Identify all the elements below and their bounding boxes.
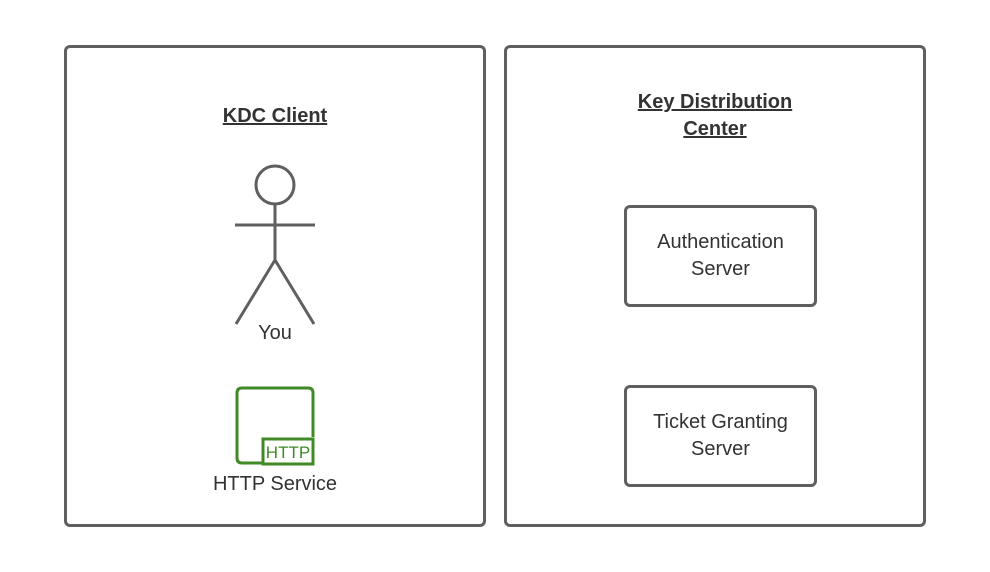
kdc-client-title: KDC Client: [222, 105, 328, 127]
kdc-title-line1: Key Distribution: [637, 91, 793, 113]
http-service-label: HTTP Service: [212, 473, 338, 495]
kdc-title: Key Distribution Center: [507, 89, 923, 143]
http-service-icon: HTTP: [235, 386, 315, 466]
tgs-line1: Ticket Granting: [653, 411, 788, 433]
kdc-panel: Key Distribution Center: [504, 45, 926, 527]
auth-server-line2: Server: [691, 258, 750, 280]
tgs-line2: Server: [691, 438, 750, 460]
actor-label: You: [258, 322, 292, 344]
stick-figure-icon: [234, 164, 316, 325]
auth-server-line1: Authentication: [657, 231, 784, 253]
http-badge-text: HTTP: [266, 443, 310, 462]
kdc-title-line2: Center: [683, 118, 747, 140]
